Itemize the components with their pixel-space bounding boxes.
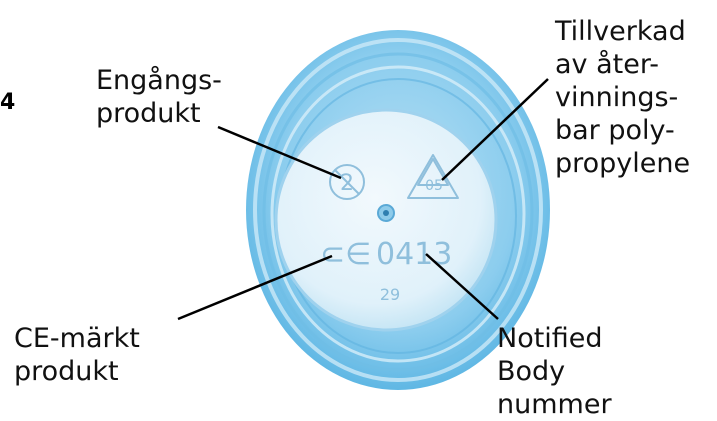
label-single-use: Engångs- produkt — [96, 65, 222, 129]
label-ce-marked: CE-märkt produkt — [14, 323, 140, 387]
pointer-notified-body — [425, 253, 499, 320]
svg-text:⊂∈: ⊂∈ — [320, 237, 371, 272]
label-recycled: Tillverkad av åter- vinnings- bar poly- … — [555, 16, 691, 179]
mould-number: 29 — [380, 285, 400, 304]
pointer-single-use — [217, 125, 342, 180]
label-notified-body: Notified Body nummer — [497, 323, 612, 420]
pointer-ce — [177, 254, 333, 321]
ce-mark: ⊂∈ — [320, 237, 371, 272]
cup-base — [274, 108, 498, 332]
pointer-recycled — [441, 78, 549, 181]
svg-text:2: 2 — [340, 171, 354, 196]
edge-text-fragment: 4 — [0, 90, 16, 115]
recycling-code: 05 — [425, 178, 443, 194]
single-use-icon: 2 — [329, 164, 365, 200]
